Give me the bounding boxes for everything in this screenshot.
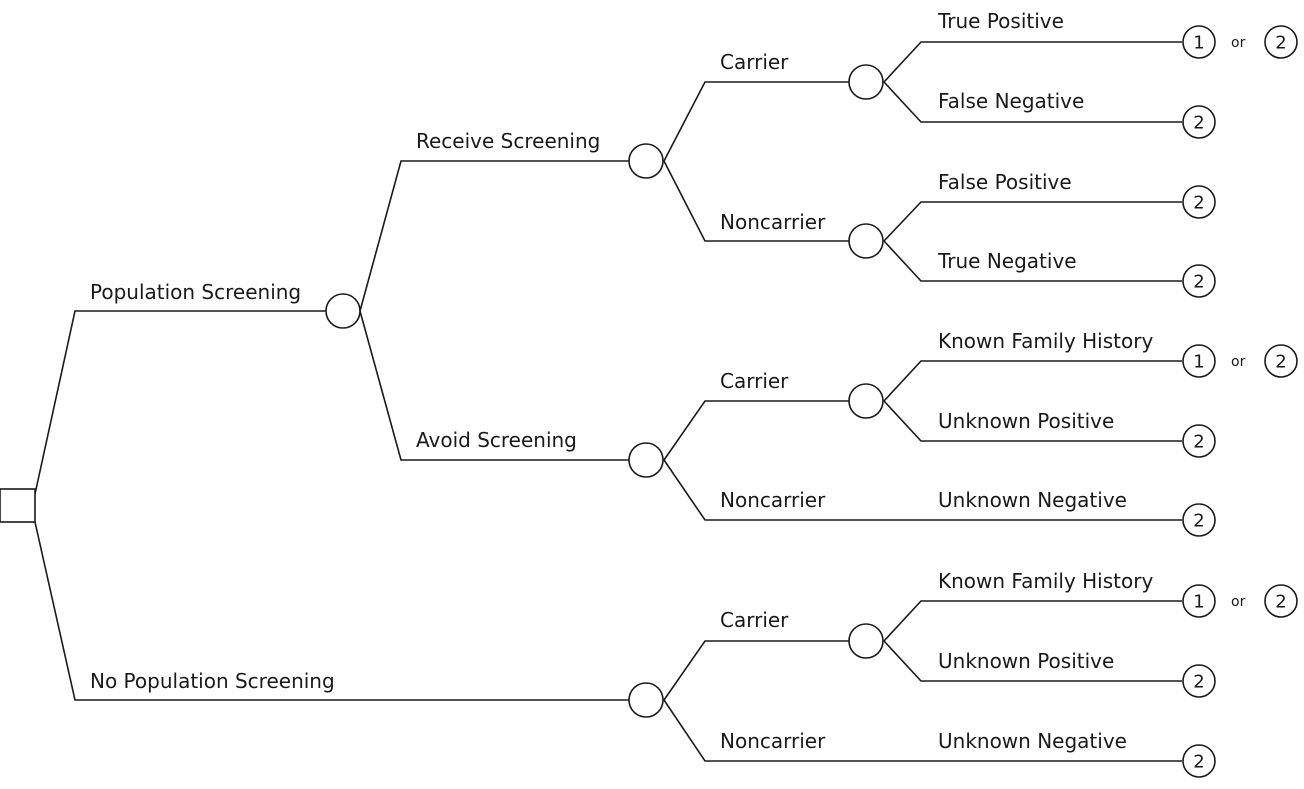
branch-label: Carrier — [720, 50, 789, 74]
branch-label: No Population Screening — [90, 669, 335, 693]
branch-label: Avoid Screening — [416, 428, 577, 452]
edge-avoid-noncarrier — [663, 459, 1182, 521]
chance-node-avoid-carrier — [848, 383, 884, 419]
decision-node — [0, 488, 36, 523]
chance-node-avoid-screening — [628, 442, 664, 478]
edge-receive-screening — [359, 160, 629, 312]
terminal-node — [1264, 584, 1298, 618]
terminal-node — [1182, 105, 1216, 139]
terminal-node — [1182, 25, 1216, 59]
terminal-node — [1182, 185, 1216, 219]
chance-node-receive-carrier — [848, 64, 884, 100]
terminal-number: 2 — [1193, 272, 1204, 293]
terminal-number: 1 — [1193, 592, 1204, 613]
terminal-node — [1182, 664, 1216, 698]
branch-label: Receive Screening — [416, 129, 600, 153]
terminal-number: 2 — [1193, 432, 1204, 453]
edge-false-positive — [883, 201, 1182, 242]
terminal-node — [1182, 424, 1216, 458]
edge-false-negative — [883, 81, 1182, 123]
terminal-or-text: or — [1231, 35, 1246, 51]
branch-label: Noncarrier — [720, 210, 826, 234]
terminal-number: 1 — [1193, 33, 1204, 54]
terminal-number: 2 — [1193, 113, 1204, 134]
edge-no-population-screening — [34, 521, 629, 701]
terminal-node — [1182, 584, 1216, 618]
chance-node-nopop-carrier — [848, 623, 884, 659]
edge-nopop-carrier — [663, 640, 849, 701]
terminal-number: 2 — [1193, 672, 1204, 693]
branch-label: False Negative — [938, 89, 1084, 113]
chance-node-population-screening — [325, 293, 361, 329]
tree-edges — [34, 41, 1182, 762]
terminal-number: 2 — [1193, 511, 1204, 532]
branch-label: Known Family History — [938, 329, 1153, 353]
branch-label: Unknown Negative — [938, 488, 1127, 512]
branch-label: Unknown Positive — [938, 649, 1114, 673]
chance-nodes — [325, 64, 884, 718]
branch-labels: Population Screening No Population Scree… — [90, 9, 1153, 753]
branch-label: Carrier — [720, 608, 789, 632]
terminal-number: 2 — [1275, 33, 1286, 54]
terminal-node — [1182, 344, 1216, 378]
terminal-node — [1182, 503, 1216, 537]
edge-avoid-unknown-positive — [883, 400, 1182, 442]
edge-nopop-unknown-positive — [883, 640, 1182, 682]
branch-label: Known Family History — [938, 569, 1153, 593]
terminal-node — [1182, 744, 1216, 778]
edge-nopop-known-family-history — [883, 600, 1182, 642]
edge-receive-carrier — [663, 81, 849, 162]
terminal-node — [1182, 264, 1216, 298]
branch-label: Population Screening — [90, 280, 301, 304]
branch-label: Unknown Negative — [938, 729, 1127, 753]
terminal-number: 2 — [1275, 352, 1286, 373]
terminal-number: 2 — [1275, 592, 1286, 613]
edge-true-positive — [883, 41, 1182, 83]
edge-true-negative — [883, 240, 1182, 282]
terminal-nodes: 1 or 2 2 2 2 1 or 2 2 2 1 or 2 2 — [1182, 25, 1298, 778]
terminal-number: 2 — [1193, 193, 1204, 214]
edge-avoid-screening — [359, 310, 629, 461]
terminal-or-text: or — [1231, 594, 1246, 610]
edge-population-screening — [34, 310, 326, 495]
edge-avoid-known-family-history — [883, 360, 1182, 402]
branch-label: Noncarrier — [720, 488, 826, 512]
terminal-number: 1 — [1193, 352, 1204, 373]
terminal-number: 2 — [1193, 752, 1204, 773]
terminal-node — [1264, 25, 1298, 59]
chance-node-no-population-screening — [628, 682, 664, 718]
terminal-or-text: or — [1231, 354, 1246, 370]
branch-label: Noncarrier — [720, 729, 826, 753]
chance-node-receive-noncarrier — [848, 223, 884, 259]
chance-node-receive-screening — [628, 143, 664, 179]
branch-label: Carrier — [720, 369, 789, 393]
branch-label: False Positive — [938, 170, 1072, 194]
branch-label: Unknown Positive — [938, 409, 1114, 433]
branch-label: True Positive — [937, 9, 1064, 33]
branch-label: True Negative — [937, 249, 1077, 273]
edge-receive-noncarrier — [663, 160, 849, 242]
edge-nopop-noncarrier — [663, 699, 1182, 762]
terminal-node — [1264, 344, 1298, 378]
edge-avoid-carrier — [663, 400, 849, 461]
